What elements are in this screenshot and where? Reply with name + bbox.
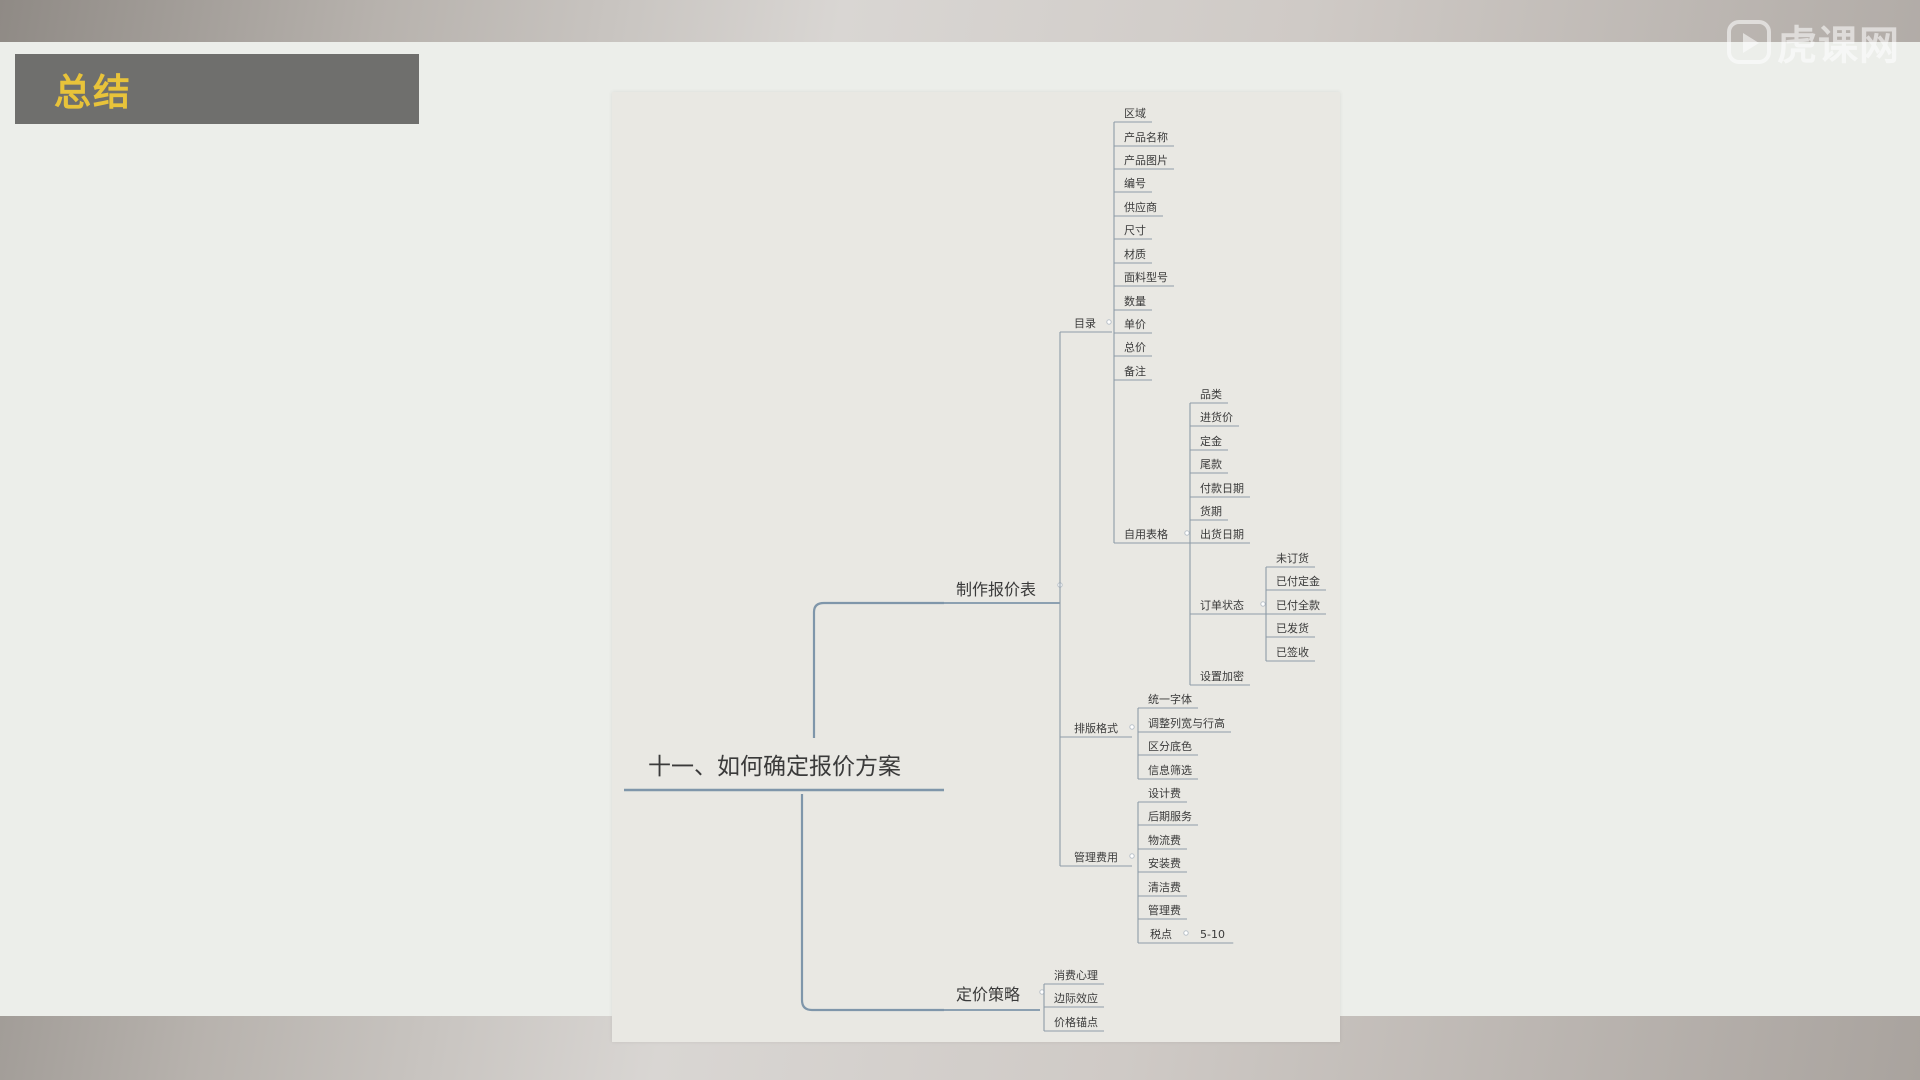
leaf-fees-3: 安装费 [1148, 856, 1181, 870]
leaf-self-table-1: 进货价 [1200, 410, 1233, 424]
branch-label-1: 制作报价表 [956, 580, 1036, 599]
node-order-status-dot [1260, 601, 1266, 607]
leaf-catalog-3: 编号 [1124, 176, 1146, 190]
leaf-order-status-0: 未订货 [1276, 551, 1309, 565]
leaf-catalog-4: 供应商 [1124, 200, 1157, 214]
leaf-catalog-11: 备注 [1124, 364, 1146, 378]
mindmap-panel: 十一、如何确定报价方案 制作报价表定价策略 消费心理边际效应价格锚点 目录排版格式管理… [612, 92, 1340, 1042]
node-catalog-dot [1106, 319, 1112, 325]
leaf-self-table-8: 设置加密 [1200, 669, 1244, 683]
connector-root-branch1 [812, 601, 944, 738]
node-tax-dot [1183, 930, 1189, 936]
leaf-self-table-5: 货期 [1200, 504, 1222, 518]
node-fees-dot [1129, 853, 1135, 859]
leaf-catalog-0: 区域 [1124, 107, 1146, 120]
leaf-catalog-10: 总价 [1124, 340, 1146, 354]
leaf-layout-0: 统一字体 [1148, 692, 1192, 706]
watermark-text: 虎课网 [1777, 23, 1900, 69]
leaf-catalog-6: 材质 [1124, 247, 1146, 261]
node-fees: 管理费用 [1074, 850, 1118, 864]
slide-title: 总结 [54, 71, 132, 114]
node-catalog: 目录 [1074, 317, 1096, 330]
node-order-status: 订单状态 [1200, 598, 1244, 612]
leaf-self-table-3: 尾款 [1200, 457, 1222, 471]
leaf-catalog-7: 面料型号 [1124, 270, 1168, 284]
leaf-fees-0: 设计费 [1148, 787, 1181, 800]
connector-root-branch2 [800, 794, 944, 1012]
node-self-table: 自用表格 [1124, 527, 1168, 541]
leaf-self-table-6: 出货日期 [1200, 527, 1244, 541]
leaf-order-status-1: 已付定金 [1276, 574, 1320, 588]
leaf-strategy-2: 价格锚点 [1054, 1015, 1098, 1029]
leaf-tax-value: 5-10 [1200, 928, 1225, 941]
mindmap-root: 十一、如何确定报价方案 [648, 754, 901, 780]
leaf-self-table-0: 品类 [1200, 387, 1222, 401]
leaf-order-status-4: 已签收 [1276, 645, 1309, 659]
leaf-catalog-2: 产品图片 [1124, 153, 1168, 167]
leaf-catalog-5: 尺寸 [1124, 223, 1146, 237]
node-layout-dot [1129, 724, 1135, 730]
leaf-catalog-9: 单价 [1124, 318, 1146, 331]
leaf-fees-4: 清洁费 [1148, 881, 1181, 894]
slide: 总结 十一、如何确定报价方案 制作报价表定价策略 消费心理边际效应价格锚点 目录排版格… [0, 42, 1920, 1042]
title-banner: 总结 [15, 54, 419, 124]
leaf-self-table-2: 定金 [1200, 434, 1222, 448]
leaf-self-table-4: 付款日期 [1200, 481, 1244, 495]
node-layout: 排版格式 [1074, 721, 1118, 735]
leaf-fees-5: 管理费 [1148, 903, 1181, 917]
leaf-catalog-1: 产品名称 [1124, 130, 1168, 144]
branch-label-2: 定价策略 [956, 985, 1020, 1004]
leaf-fees-2: 物流费 [1148, 833, 1181, 847]
node-self-table-dot [1184, 530, 1190, 536]
leaf-layout-2: 区分底色 [1148, 739, 1192, 753]
leaf-fees-1: 后期服务 [1148, 810, 1192, 823]
watermark: 虎课网 [1727, 12, 1900, 72]
leaf-order-status-2: 已付全款 [1276, 598, 1320, 612]
leaf-order-status-3: 已发货 [1276, 621, 1309, 635]
leaf-catalog-8: 数量 [1124, 295, 1146, 308]
leaf-layout-3: 信息筛选 [1148, 763, 1192, 777]
play-logo-icon [1727, 20, 1771, 64]
leaf-strategy-0: 消费心理 [1054, 968, 1098, 982]
leaf-strategy-1: 边际效应 [1054, 991, 1098, 1005]
node-tax: 税点 [1150, 927, 1172, 941]
leaf-layout-1: 调整列宽与行高 [1148, 716, 1225, 730]
